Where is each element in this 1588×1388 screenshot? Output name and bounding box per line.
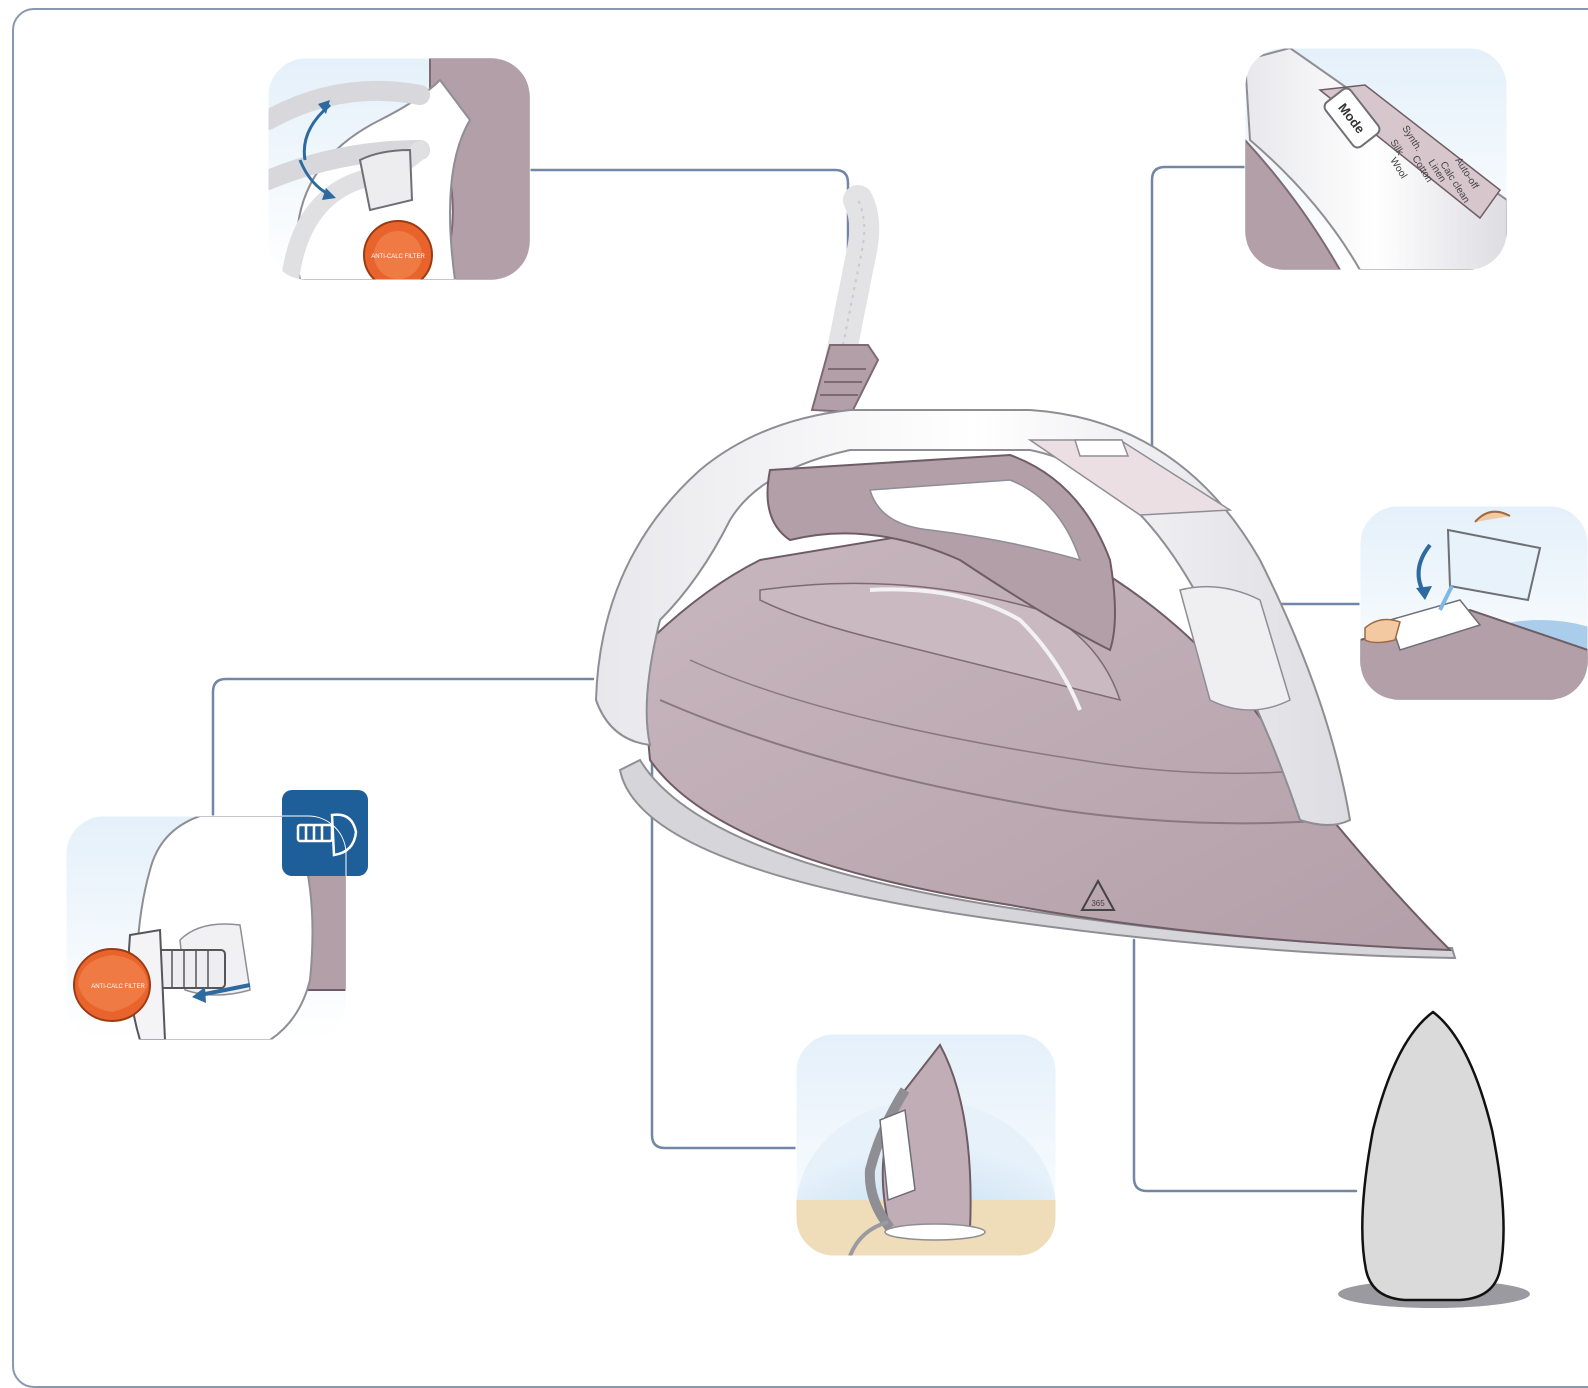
soleplate-icon — [1338, 1012, 1530, 1308]
leader-cartridge — [213, 679, 593, 816]
leader-cord — [530, 170, 848, 390]
leader-control — [1152, 167, 1248, 474]
panel-heel-rest — [796, 1034, 1056, 1320]
panel-control: Mode Synth. Silk Wool Cotton Linen Calc … — [1245, 48, 1507, 270]
panel-cord-swivel: ANTI-CALC FILTER — [268, 58, 530, 289]
soleplate-warning-text: 365 — [1091, 899, 1105, 908]
cartridge-badge — [282, 790, 368, 876]
iron-main: 365 — [596, 200, 1455, 958]
leader-soleplate — [1134, 940, 1356, 1191]
panel-water-fill — [1360, 506, 1588, 780]
cord-panel-filter-label: ANTI-CALC FILTER — [371, 254, 425, 260]
cartridge-filter-label: ANTI-CALC FILTER — [91, 984, 145, 990]
